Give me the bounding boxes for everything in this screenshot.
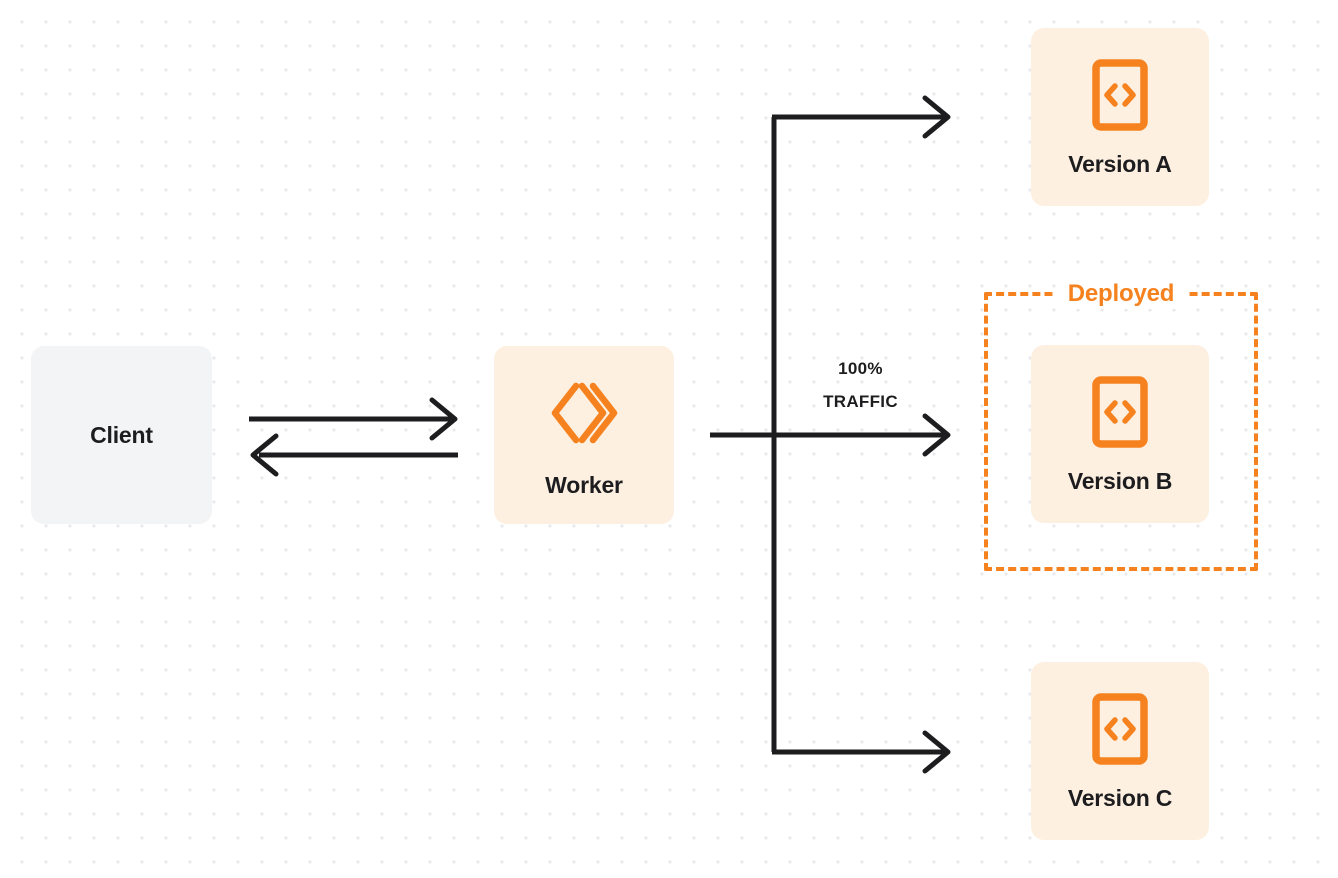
arrow-worker-to-version-c xyxy=(772,730,951,774)
arrow-worker-to-version-a xyxy=(772,95,951,139)
arrow-client-to-worker xyxy=(249,397,458,441)
traffic-label: 100% TRAFFIC xyxy=(783,352,938,418)
node-client[interactable]: Client xyxy=(31,346,212,524)
node-version-b-label: Version B xyxy=(1067,467,1173,494)
arrow-worker-to-version-b xyxy=(710,413,951,457)
node-worker-label: Worker xyxy=(545,471,623,498)
arrow-worker-to-client xyxy=(250,433,458,477)
node-version-a-label: Version A xyxy=(1068,150,1172,177)
code-file-icon xyxy=(1092,58,1148,131)
code-file-icon xyxy=(1092,375,1148,448)
node-version-c-label: Version C xyxy=(1067,784,1173,811)
traffic-percent: 100% xyxy=(838,359,883,378)
code-file-icon xyxy=(1092,692,1148,765)
node-client-label: Client xyxy=(90,421,153,448)
deployed-group-boundary: Deployed xyxy=(984,279,1258,571)
node-version-b[interactable]: Version B xyxy=(1031,345,1209,523)
cloudflare-workers-logo-icon xyxy=(545,374,623,452)
traffic-caption: TRAFFIC xyxy=(823,392,898,412)
node-version-a[interactable]: Version A xyxy=(1031,28,1209,206)
deployed-group-label: Deployed xyxy=(1055,279,1187,309)
node-version-c[interactable]: Version C xyxy=(1031,662,1209,840)
node-worker[interactable]: Worker xyxy=(494,346,674,524)
